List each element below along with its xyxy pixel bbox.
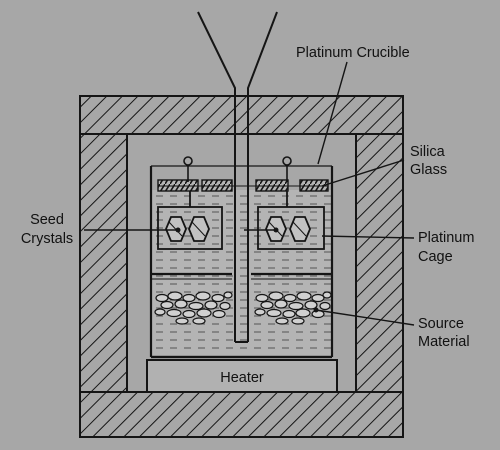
platinum-crucible: [149, 165, 334, 359]
label-platinum-crucible: Platinum Crucible: [296, 45, 410, 61]
baffle-plates: [151, 272, 332, 280]
seed-dot-right: [273, 227, 279, 233]
seed-dot-left: [175, 227, 181, 233]
platinum-cage-right: [257, 191, 325, 250]
furnace-wall: [79, 95, 404, 438]
label-source-1: Source: [418, 316, 464, 332]
source-dot: [313, 307, 319, 313]
heater-block: [146, 359, 338, 393]
seed-crystals: [165, 216, 311, 242]
label-source-2: Material: [418, 334, 470, 350]
heater-label: Heater: [220, 370, 264, 386]
leader-silica-glass: [321, 159, 405, 187]
label-silica-2: Glass: [410, 162, 447, 178]
label-platinum-cage-2: Cage: [418, 249, 453, 265]
furnace-bottom-wall: [79, 391, 404, 438]
support-stem: [197, 11, 278, 343]
label-seed-1: Seed: [30, 212, 64, 228]
furnace-top-wall: [79, 95, 404, 135]
furnace-left-wall: [79, 133, 128, 393]
leader-platinum-crucible: [317, 61, 348, 165]
hook-left: [183, 156, 193, 182]
label-seed-2: Crystals: [21, 231, 73, 247]
source-material: [154, 291, 332, 325]
label-silica-1: Silica: [410, 144, 446, 160]
leader-lines: [84, 61, 415, 326]
leader-source-material: [315, 309, 415, 326]
leader-platinum-cage: [321, 235, 415, 239]
platinum-cage-left: [157, 191, 223, 250]
hook-right: [282, 156, 292, 182]
label-platinum-cage-1: Platinum: [418, 230, 474, 246]
silica-glass-rod: [157, 179, 329, 192]
